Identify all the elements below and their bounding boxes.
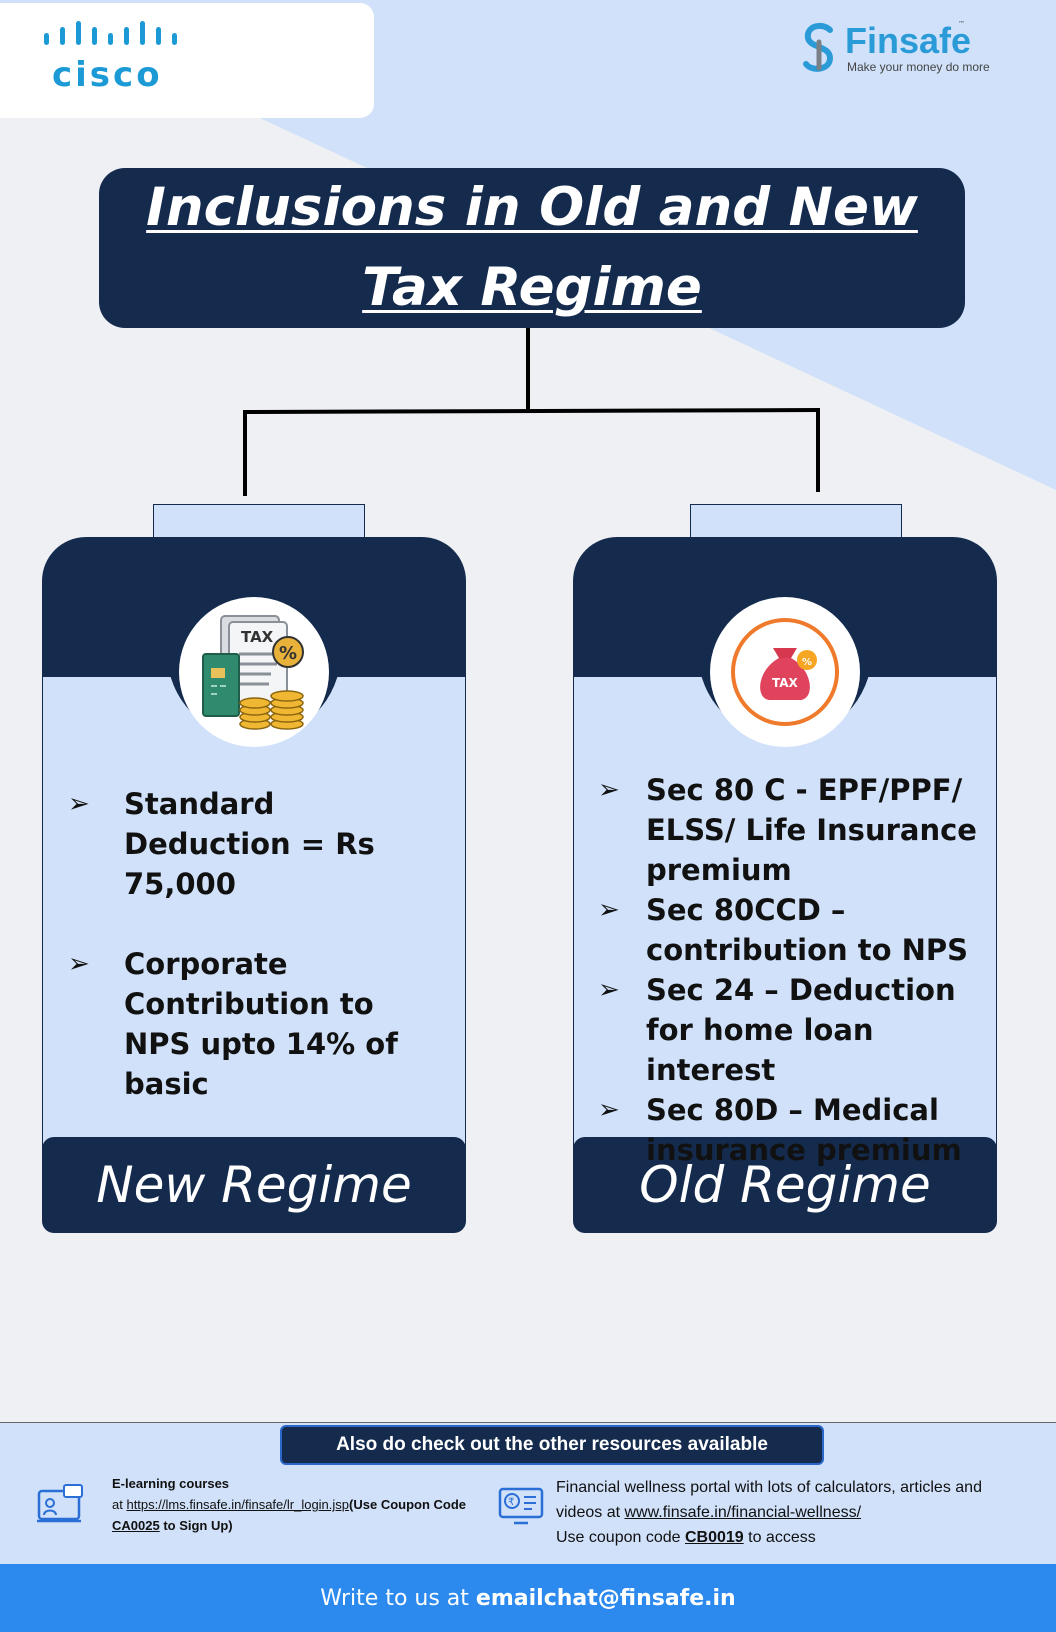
old-regime-card: % TAX Old Regime — [573, 537, 997, 1233]
cisco-logo-icon — [44, 21, 177, 45]
elearning-info: E-learning courses at https://lms.finsaf… — [112, 1473, 472, 1536]
old-regime-tab — [690, 504, 902, 540]
portal-link[interactable]: www.finsafe.in/financial-wellness/ — [624, 1504, 862, 1521]
contact-footer: Write to us at emailchat@finsafe.in — [0, 1564, 1056, 1632]
contact-email-link[interactable]: emailchat@finsafe.in — [475, 1585, 736, 1611]
portal-coupon-code: CB0019 — [684, 1529, 744, 1546]
tax-documents-coins-icon: TAX % — [202, 615, 304, 730]
cisco-wordmark: cisco — [52, 55, 163, 95]
new-regime-label: New Regime — [96, 1156, 412, 1214]
list-item: ➢ Standard Deduction = Rs 75,000 — [68, 784, 440, 904]
list-item: ➢ Sec 80D – Medical insurance premium — [598, 1090, 990, 1170]
tax-bag-text: TAX — [772, 676, 799, 690]
cisco-logo-card: cisco — [0, 3, 374, 118]
finsafe-logo: Finsafe ™ Make your money do more — [800, 20, 1000, 80]
svg-text:%: % — [279, 643, 297, 664]
new-regime-tab — [153, 504, 365, 540]
elearning-title: E-learning courses — [112, 1476, 230, 1491]
financial-portal-info: Financial wellness portal with lots of c… — [556, 1475, 1036, 1550]
new-regime-card: TAX % New Regime — [42, 537, 466, 1233]
arrow-bullet-icon: ➢ — [598, 895, 620, 925]
finsafe-name: Finsafe — [845, 20, 972, 61]
resources-section: Also do check out the other resources av… — [0, 1422, 1056, 1564]
portal-coupon-prefix: Use coupon code — [556, 1529, 685, 1546]
list-item: ➢ Sec 80CCD – contribution to NPS — [598, 890, 990, 970]
elearning-coupon-code: CA0025 — [112, 1518, 160, 1533]
arrow-bullet-icon: ➢ — [598, 1095, 620, 1125]
old-regime-footer: Old Regime — [573, 1137, 997, 1233]
new-regime-item-2: Corporate Contribution to NPS upto 14% o… — [124, 947, 398, 1101]
svg-text:TAX: TAX — [241, 628, 274, 646]
portal-line-1: Financial wellness portal with lots of c… — [556, 1479, 982, 1496]
list-item: ➢ Sec 24 – Deduction for home loan inter… — [598, 970, 990, 1090]
old-regime-icon-circle: % TAX — [710, 597, 860, 747]
portal-coupon-suffix: to access — [743, 1529, 816, 1546]
new-regime-list: ➢ Standard Deduction = Rs 75,000 ➢ Corpo… — [68, 784, 440, 1104]
page-title-box: Inclusions in Old and New Tax Regime — [99, 168, 965, 328]
old-regime-item-4: Sec 80D – Medical insurance premium — [646, 1093, 962, 1167]
elearning-link[interactable]: https://lms.finsafe.in/finsafe/lr_login.… — [126, 1497, 350, 1512]
old-regime-label: Old Regime — [639, 1156, 931, 1214]
elearning-prefix: at — [112, 1497, 127, 1512]
page-title-line-2: Tax Regime — [362, 257, 702, 318]
footer-prefix: Write to us at — [320, 1585, 469, 1611]
portal-prefix: videos at — [556, 1504, 625, 1521]
portal-line-2: videos at www.finsafe.in/financial-welln… — [556, 1500, 1036, 1525]
svg-text:₹: ₹ — [508, 1497, 514, 1508]
tax-money-bag-icon: % TAX — [731, 618, 839, 726]
finsafe-s-icon — [803, 22, 834, 72]
portal-line-3: Use coupon code CB0019 to access — [556, 1525, 1036, 1550]
old-regime-item-3: Sec 24 – Deduction for home loan interes… — [646, 973, 956, 1087]
elearning-note-after: to Sign Up) — [159, 1518, 233, 1533]
old-regime-item-1: Sec 80 C - EPF/PPF/ ELSS/ Life Insurance… — [646, 773, 977, 887]
new-regime-footer: New Regime — [42, 1137, 466, 1233]
list-item: ➢ Sec 80 C - EPF/PPF/ ELSS/ Life Insuran… — [598, 770, 990, 890]
list-item: ➢ Corporate Contribution to NPS upto 14%… — [68, 944, 440, 1104]
finsafe-trademark: ™ — [958, 20, 965, 28]
finsafe-tagline: Make your money do more — [847, 60, 990, 74]
elearning-icon — [37, 1484, 83, 1523]
financial-portal-icon: ₹ — [498, 1487, 544, 1525]
arrow-bullet-icon: ➢ — [598, 775, 620, 805]
new-regime-icon-circle: TAX % — [179, 597, 329, 747]
arrow-bullet-icon: ➢ — [68, 789, 90, 819]
arrow-bullet-icon: ➢ — [598, 975, 620, 1005]
old-regime-list: ➢ Sec 80 C - EPF/PPF/ ELSS/ Life Insuran… — [598, 770, 990, 1170]
old-regime-item-2: Sec 80CCD – contribution to NPS — [646, 893, 969, 967]
elearning-note-before: (Use Coupon Code — [349, 1497, 467, 1512]
arrow-bullet-icon: ➢ — [68, 949, 90, 979]
svg-text:%: % — [802, 657, 812, 668]
new-regime-item-1: Standard Deduction = Rs 75,000 — [124, 787, 375, 901]
page-title-line-1: Inclusions in Old and New — [146, 177, 918, 238]
resources-heading: Also do check out the other resources av… — [280, 1425, 824, 1465]
